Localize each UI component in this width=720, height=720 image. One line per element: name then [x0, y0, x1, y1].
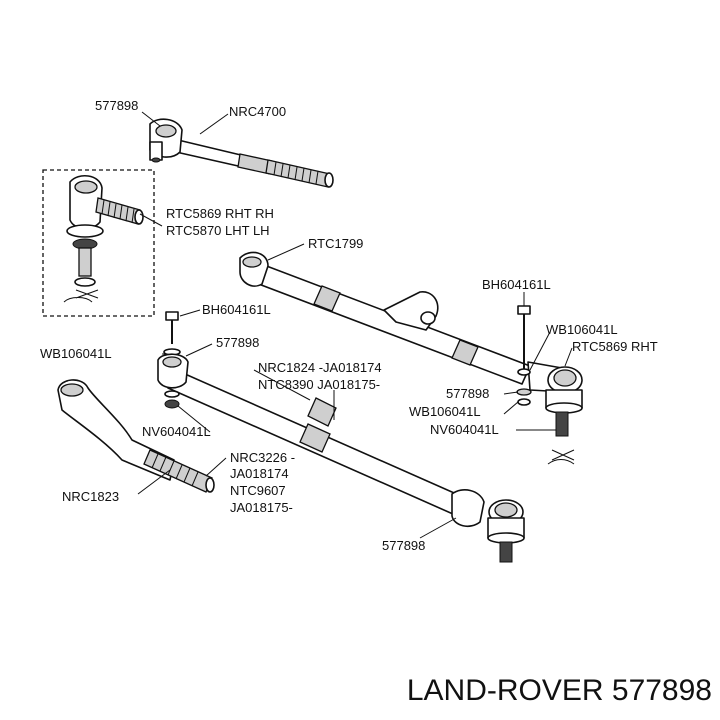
drag-link-nrc4700 — [149, 118, 334, 188]
label-ntc8390: NTC8390 JA018175- — [258, 377, 380, 392]
track-rod-nrc1824 — [167, 369, 471, 519]
label-wb106041l-right-lower: WB106041L — [409, 404, 481, 419]
label-ntc9607: NTC9607 — [230, 483, 286, 498]
label-rtc5870-lh: RTC5870 LHT LH — [166, 223, 270, 238]
label-bh604161l-right: BH604161L — [482, 277, 551, 292]
label-577898-mid-right: 577898 — [446, 386, 489, 401]
label-rtc1799: RTC1799 — [308, 236, 363, 251]
leader-lines — [137, 111, 573, 539]
lower-right-ball-joint — [451, 489, 525, 563]
label-nrc4700: NRC4700 — [229, 104, 286, 119]
label-nrc3226-ja018174: JA018174 — [230, 466, 289, 481]
right-tie-rod-end — [516, 305, 583, 465]
label-bh604161l-left: BH604161L — [202, 302, 271, 317]
label-577898-bottom: 577898 — [382, 538, 425, 553]
label-nrc1823: NRC1823 — [62, 489, 119, 504]
label-577898-mid-left: 577898 — [216, 335, 259, 350]
label-wb106041l-right-upper: WB106041L — [546, 322, 618, 337]
tie-rod-end-inset — [42, 169, 155, 317]
label-ntc9607-ja018175: JA018175- — [230, 500, 293, 515]
label-rtc5869-rh: RTC5869 RHT RH — [166, 206, 274, 221]
label-wb106041l-left: WB106041L — [40, 346, 112, 361]
label-nrc3226: NRC3226 - — [230, 450, 295, 465]
drop-arm-nrc1823 — [57, 379, 215, 493]
label-nrc1824: NRC1824 -JA018174 — [258, 360, 382, 375]
track-rod-rtc1799 — [239, 251, 531, 385]
label-nv604041l-right: NV604041L — [430, 422, 499, 437]
label-577898-top: 577898 — [95, 98, 138, 113]
brand-caption: LAND-ROVER 577898 — [407, 674, 712, 707]
left-pin-stack — [157, 311, 189, 409]
label-rtc5869-rht: RTC5869 RHT — [572, 339, 658, 354]
label-nv604041l-left: NV604041L — [142, 424, 211, 439]
